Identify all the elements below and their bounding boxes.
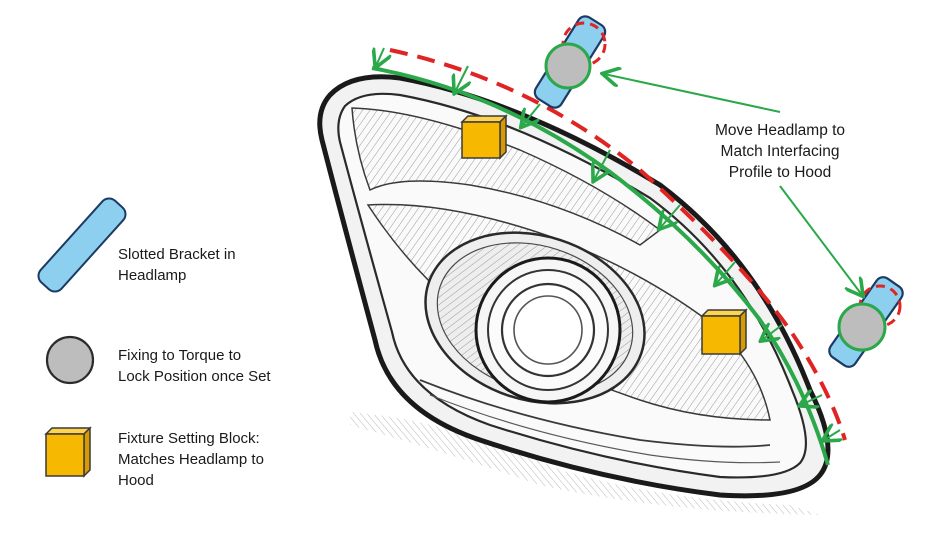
headlamp-sketch [317,74,831,515]
fixture-block-lower [700,308,748,356]
legend-fixing-line-2: Lock Position once Set [118,368,271,385]
slotted-bracket-icon [37,197,127,293]
legend-label-block: Fixture Setting Block: Matches Headlamp … [118,428,264,491]
fixture-block-icon [44,426,92,478]
legend-bracket-line-2: Headlamp [118,267,187,284]
upper-fixing [544,42,592,90]
adjustment-arrows [376,48,840,440]
legend-bracket-line-1: Slotted Bracket in [118,246,236,263]
callout-line-3: Profile to Hood [728,164,832,181]
current-profile-line [389,48,847,441]
legend-block-line-3: Hood [118,472,154,489]
move-headlamp-callout: Move Headlamp to Match Interfacing Profi… [690,120,870,183]
callout-line-1: Move Headlamp to [714,122,846,139]
legend-fixing-line-1: Fixing to Torque to [118,347,242,364]
legend-block-line-2: Matches Headlamp to [118,451,264,468]
legend-label-bracket: Slotted Bracket in Headlamp [118,244,236,286]
callout-leaders [604,74,862,295]
legend-block-line-1: Fixture Setting Block: [118,430,260,447]
callout-line-2: Match Interfacing [720,143,840,160]
fixing-icon [45,335,95,385]
legend [37,197,127,478]
legend-label-fixing: Fixing to Torque to Lock Position once S… [118,345,271,387]
lower-bracket-assembly [828,276,904,368]
lower-fixing [837,302,887,352]
fixture-block-upper [460,114,508,160]
upper-bracket-assembly [533,15,607,109]
